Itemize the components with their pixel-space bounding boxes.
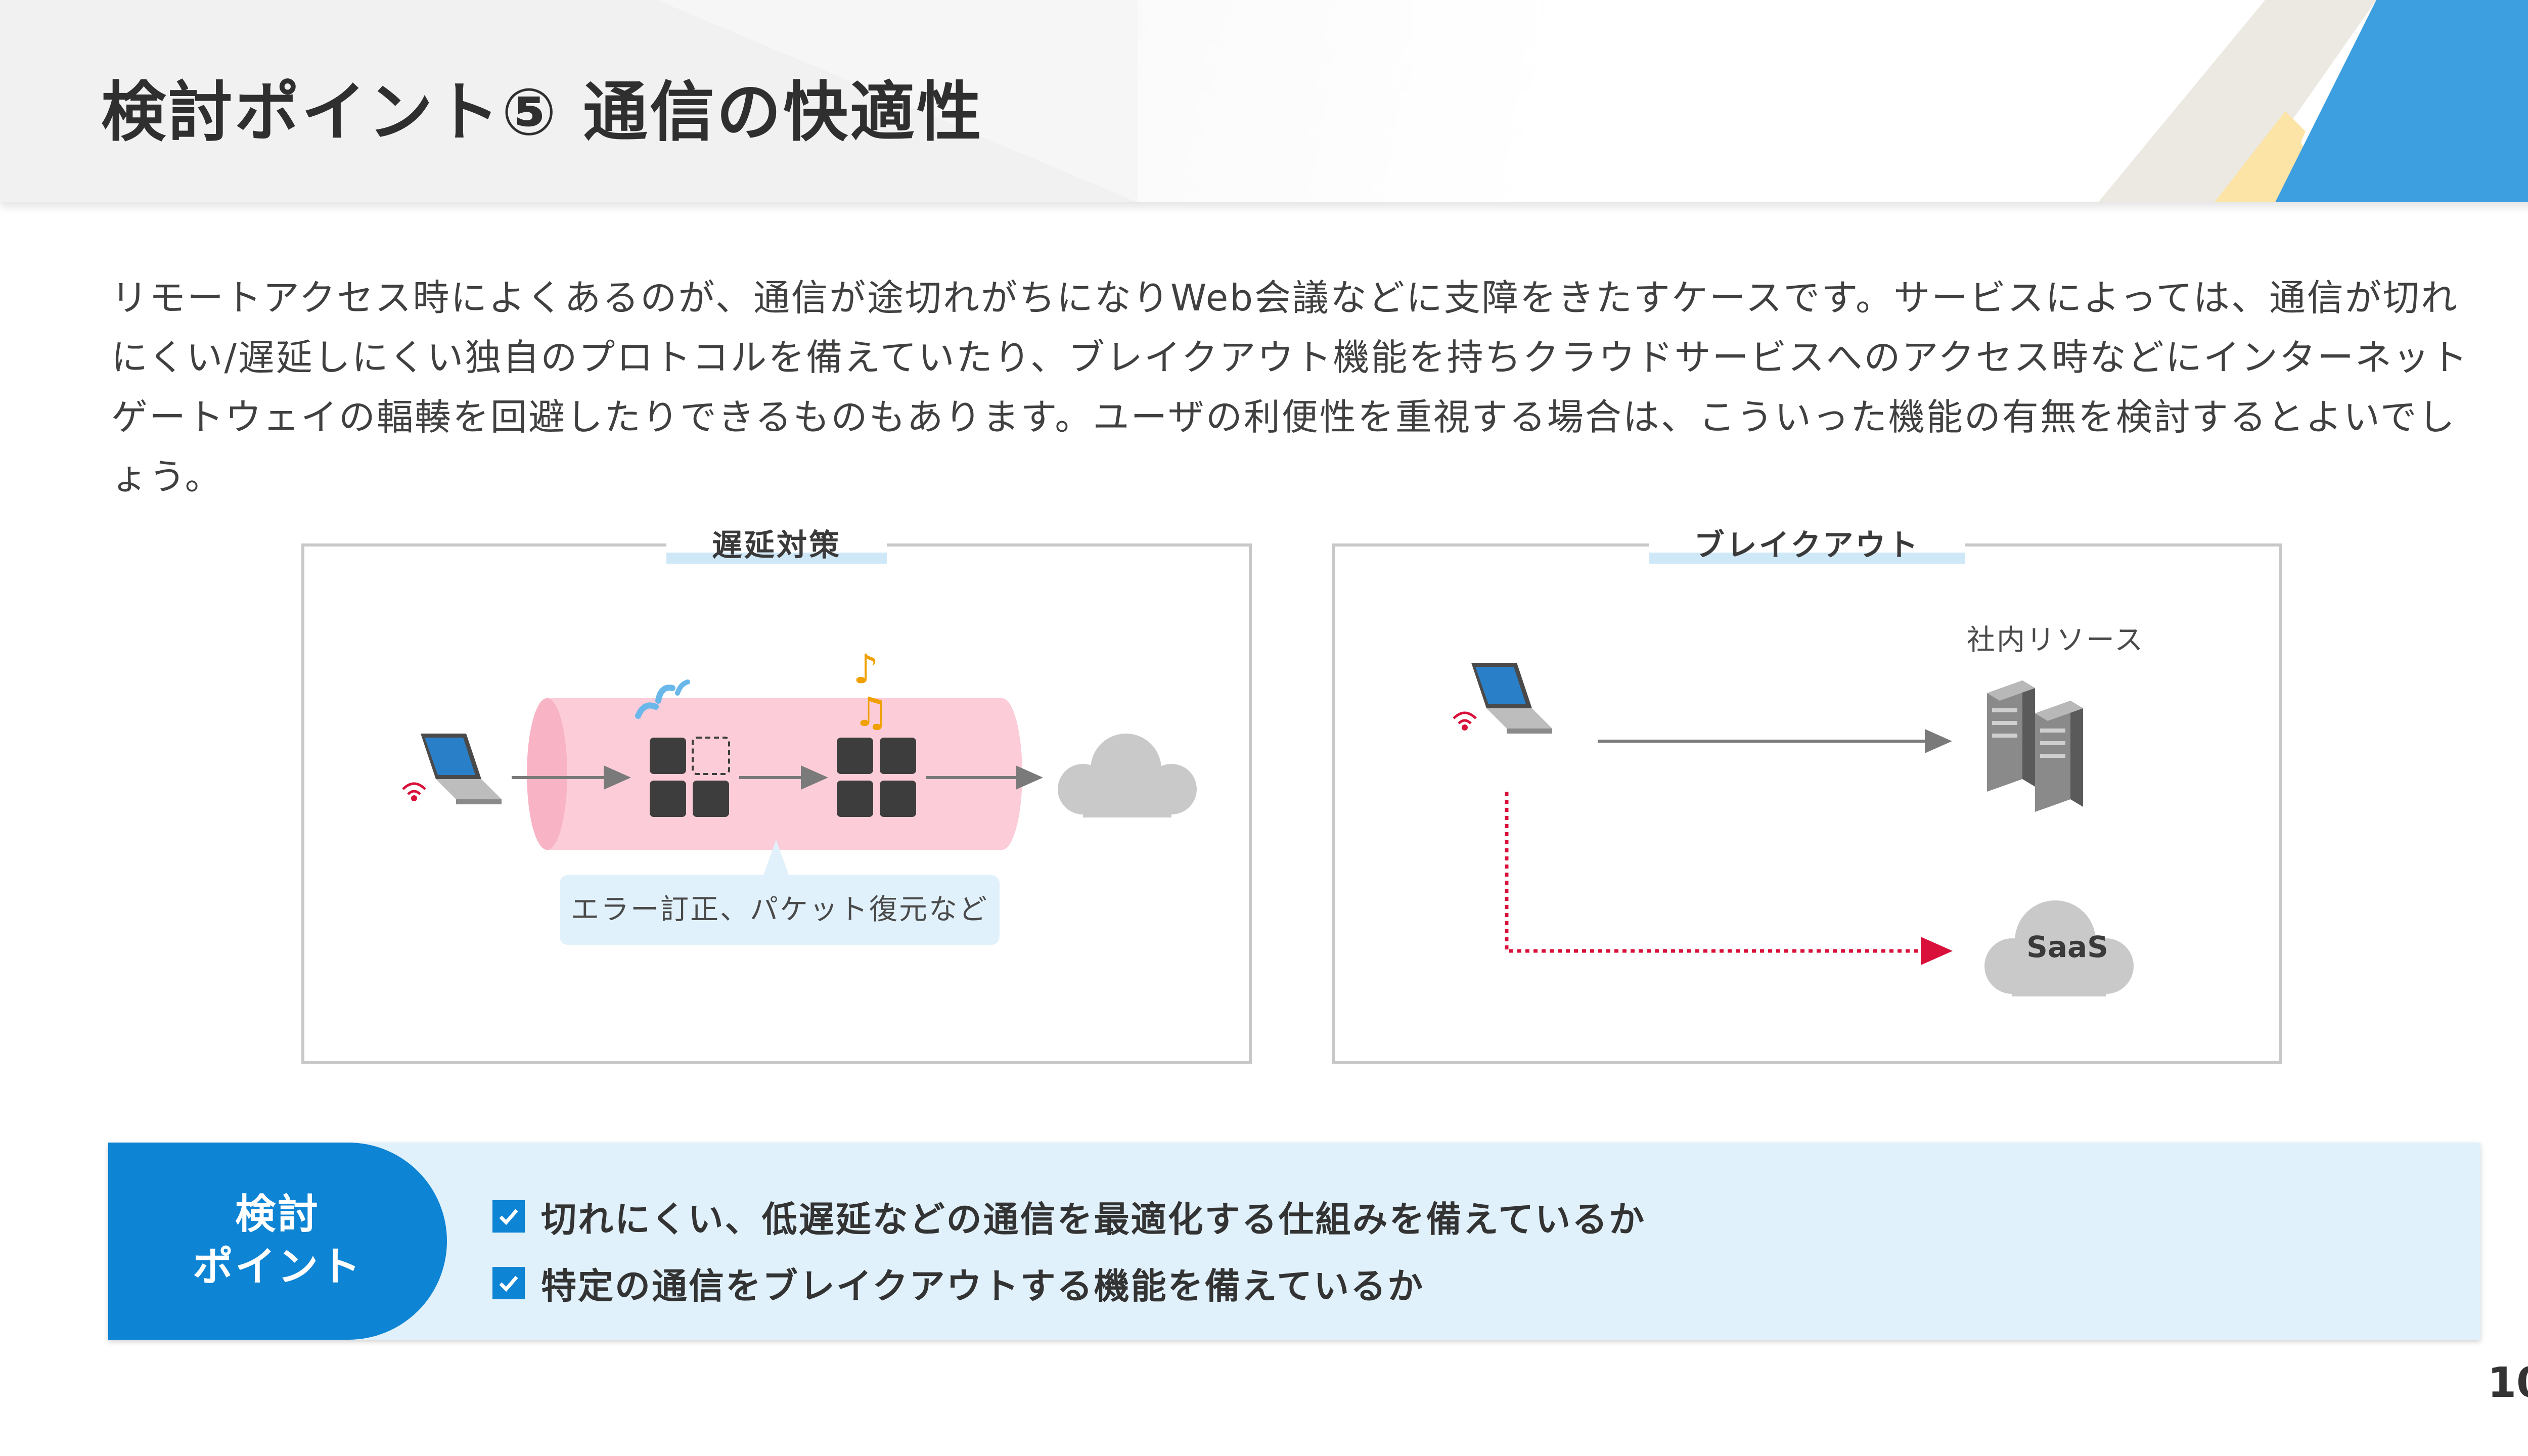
latency-diagram-panel: 遅延対策 — [301, 527, 1252, 1064]
latency-diagram-title: 遅延対策 — [666, 527, 887, 564]
laptop-icon — [402, 734, 502, 804]
check-points-tag-line2: ポイント — [193, 1243, 363, 1290]
svg-text:♪: ♪ — [853, 646, 879, 693]
saas-label: SaaS — [2026, 930, 2108, 964]
internal-resource-label: 社内リソース — [1967, 624, 2145, 657]
server-icon — [1987, 680, 2083, 812]
svg-text:♫: ♫ — [853, 689, 889, 736]
cloud-icon — [1058, 734, 1197, 817]
callout-pointer — [763, 840, 789, 876]
check-point-item: 切れにくい、低遅延などの通信を最適化する仕組みを備えているか — [492, 1183, 1646, 1250]
packet-restored-icon — [837, 738, 916, 817]
check-points-box: 検討 ポイント 切れにくい、低遅延などの通信を最適化する仕組みを備えているか 特… — [108, 1143, 2480, 1340]
check-point-text: 特定の通信をブレイクアウトする機能を備えているか — [541, 1265, 1425, 1307]
intro-paragraph: リモートアクセス時によくあるのが、通信が途切れがちになりWeb会議などに支障をき… — [111, 277, 2469, 498]
check-point-text: 切れにくい、低遅延などの通信を最適化する仕組みを備えているか — [541, 1198, 1646, 1240]
page-number: 10 — [2488, 1359, 2528, 1407]
cloud-icon — [1984, 900, 2134, 996]
check-points-list: 切れにくい、低遅延などの通信を最適化する仕組みを備えているか 特定の通信をブレイ… — [492, 1183, 1646, 1316]
page-title: 検討ポイント⑤ 通信の快適性 — [101, 75, 983, 150]
check-point-item: 特定の通信をブレイクアウトする機能を備えているか — [492, 1250, 1646, 1316]
breakout-diagram-panel: ブレイクアウト — [1332, 527, 2282, 1064]
breakout-diagram-title: ブレイクアウト — [1648, 527, 1966, 564]
packet-loss-icon — [635, 679, 730, 817]
latency-diagram: ♪ ♫ — [402, 646, 1197, 850]
checkbox-checked-icon — [492, 1267, 525, 1299]
tunnel-shape — [527, 698, 1022, 850]
check-points-tag: 検討 ポイント — [108, 1143, 447, 1340]
check-points-tag-line1: 検討 — [235, 1191, 320, 1238]
header-decoration — [0, 0, 2528, 202]
header-bar: 検討ポイント⑤ 通信の快適性 — [0, 0, 2528, 202]
latency-callout: エラー訂正、パケット復元など — [560, 875, 1000, 945]
music-note-icon: ♪ ♫ — [853, 646, 889, 736]
checkbox-checked-icon — [492, 1200, 525, 1233]
laptop-icon — [1453, 663, 1552, 734]
breakout-diagram — [1453, 663, 2134, 996]
